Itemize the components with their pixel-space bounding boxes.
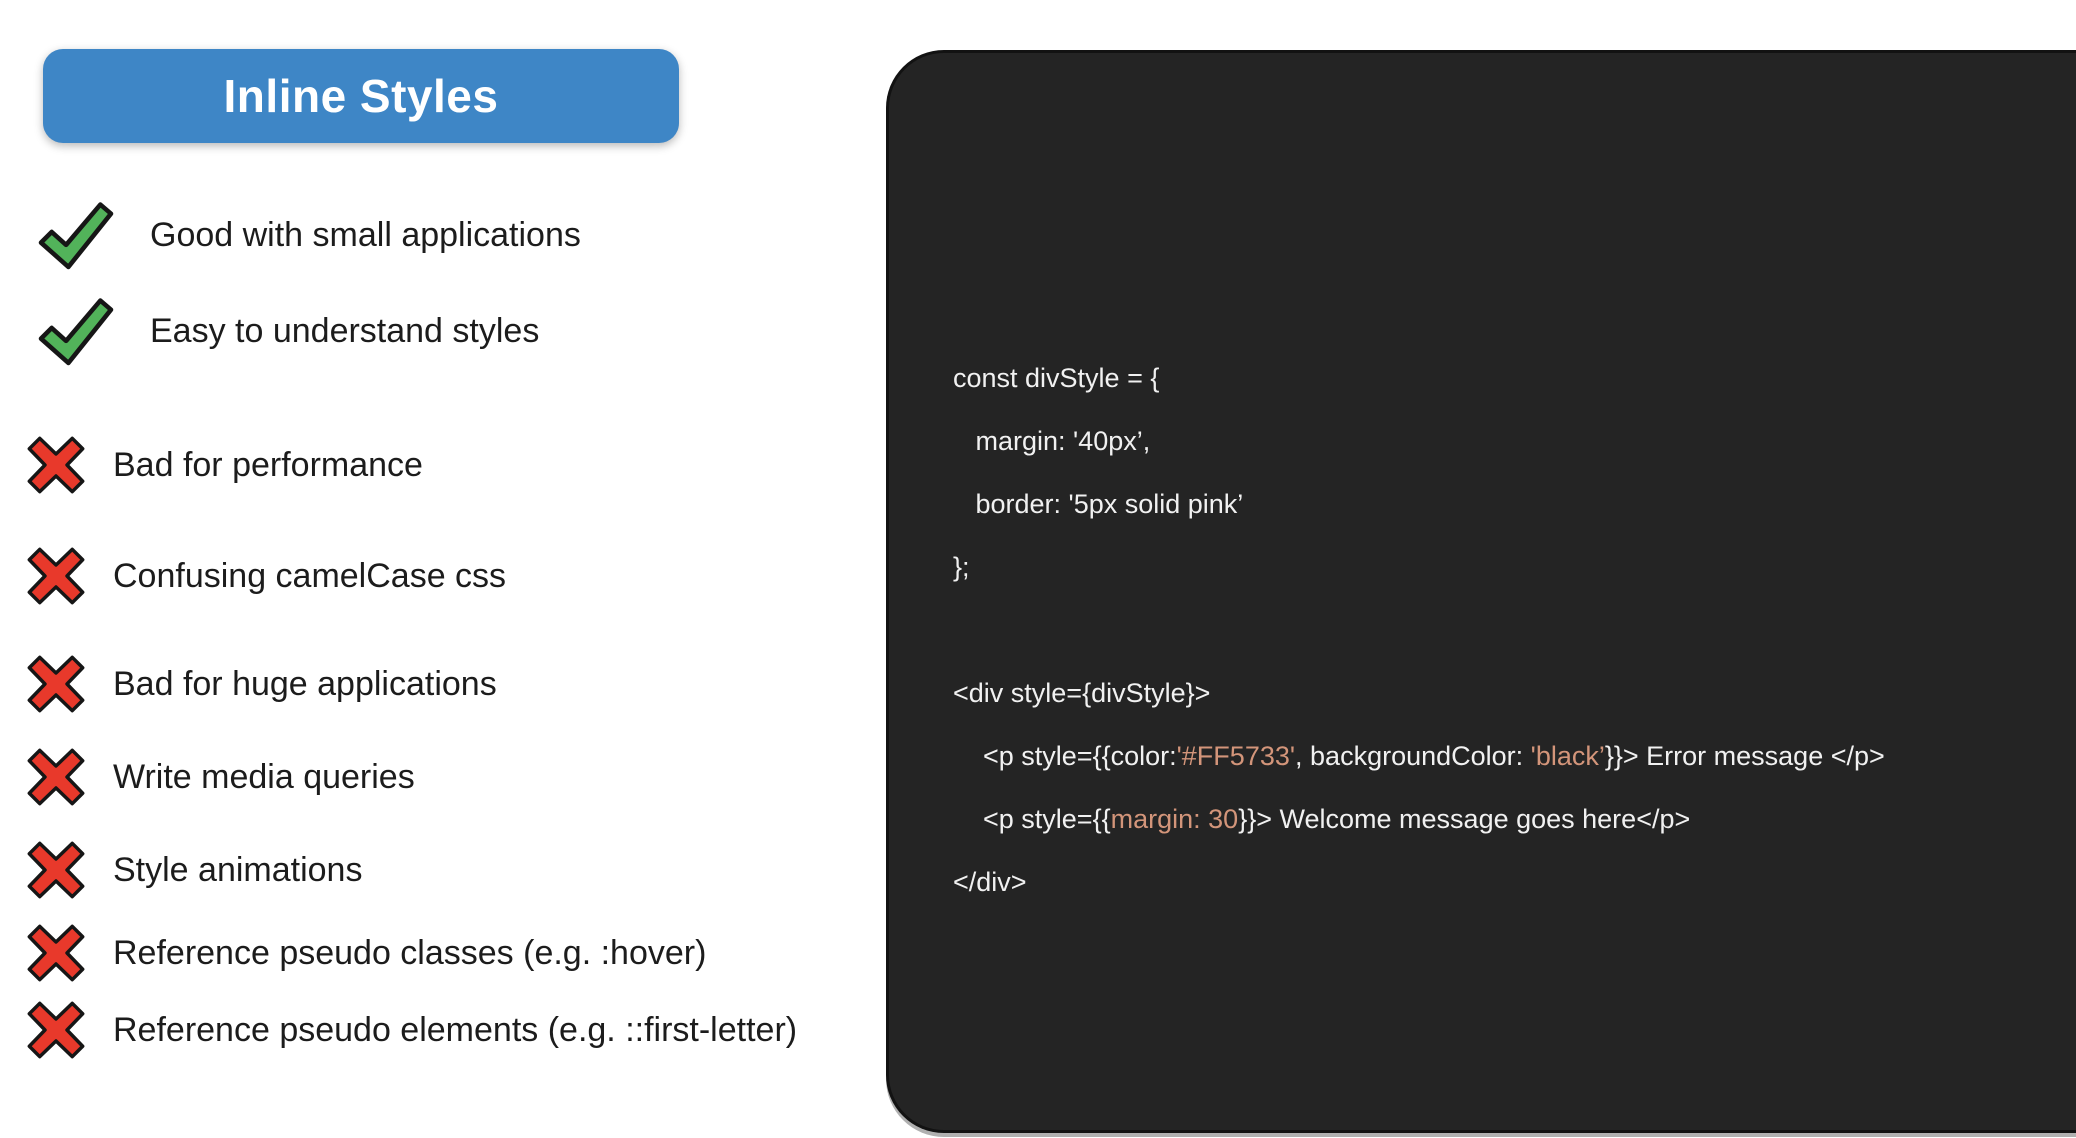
con-item: Style animations xyxy=(27,839,362,901)
check-icon xyxy=(38,298,114,366)
code-line: <div style={divStyle}> xyxy=(953,662,1885,725)
code-segment: margin: '40px’, xyxy=(953,426,1151,456)
code-block: const divStyle = { margin: '40px’, borde… xyxy=(953,347,1885,914)
code-segment: , backgroundColor: xyxy=(1295,741,1531,771)
title-pill: Inline Styles xyxy=(43,49,679,143)
pro-item-label: Good with small applications xyxy=(150,215,581,254)
code-line: border: '5px solid pink’ xyxy=(953,473,1885,536)
code-segment: }}> Welcome message goes here</p> xyxy=(1238,804,1691,834)
code-line: <p style={{margin: 30}}> Welcome message… xyxy=(953,788,1885,851)
con-item: Bad for performance xyxy=(27,434,423,496)
code-segment: border: '5px solid pink’ xyxy=(953,489,1244,519)
code-accent-segment: margin: 30 xyxy=(1110,804,1239,834)
con-item: Reference pseudo elements (e.g. ::first-… xyxy=(27,999,797,1061)
con-item: Confusing camelCase css xyxy=(27,545,506,607)
con-item-label: Write media queries xyxy=(113,757,415,796)
con-item: Reference pseudo classes (e.g. :hover) xyxy=(27,922,706,984)
x-icon xyxy=(27,547,85,605)
x-icon xyxy=(27,436,85,494)
code-line xyxy=(953,599,1885,662)
con-item: Bad for huge applications xyxy=(27,653,497,715)
check-icon xyxy=(38,202,114,270)
con-item-label: Bad for performance xyxy=(113,445,423,484)
code-line: <p style={{color:'#FF5733', backgroundCo… xyxy=(953,725,1885,788)
con-item-label: Reference pseudo elements (e.g. ::first-… xyxy=(113,1010,798,1049)
x-icon xyxy=(27,748,85,806)
page-title: Inline Styles xyxy=(223,70,499,122)
code-segment: }; xyxy=(953,552,970,582)
pro-item: Good with small applications xyxy=(36,200,581,270)
code-accent-segment: '#FF5733' xyxy=(1176,741,1296,771)
x-icon xyxy=(27,924,85,982)
pro-item: Easy to understand styles xyxy=(36,296,539,366)
x-icon xyxy=(27,1001,85,1059)
code-accent-segment: 'black’ xyxy=(1530,741,1605,771)
con-item-label: Reference pseudo classes (e.g. :hover) xyxy=(113,933,707,972)
code-segment: </div> xyxy=(953,867,1027,897)
code-segment: const divStyle = { xyxy=(953,363,1160,393)
x-icon xyxy=(27,841,85,899)
con-item-label: Style animations xyxy=(113,850,363,889)
x-icon xyxy=(27,655,85,713)
code-line: </div> xyxy=(953,851,1885,914)
code-line: const divStyle = { xyxy=(953,347,1885,410)
code-line: margin: '40px’, xyxy=(953,410,1885,473)
code-panel: const divStyle = { margin: '40px’, borde… xyxy=(886,50,2076,1133)
code-line: }; xyxy=(953,536,1885,599)
con-item: Write media queries xyxy=(27,746,415,808)
code-segment: <p style={{color: xyxy=(953,741,1177,771)
code-segment: <div style={divStyle}> xyxy=(953,678,1211,708)
con-item-label: Confusing camelCase css xyxy=(113,556,507,595)
code-segment: }}> Error message </p> xyxy=(1604,741,1885,771)
pro-item-label: Easy to understand styles xyxy=(150,311,540,350)
con-item-label: Bad for huge applications xyxy=(113,664,497,703)
code-segment: <p style={{ xyxy=(953,804,1111,834)
